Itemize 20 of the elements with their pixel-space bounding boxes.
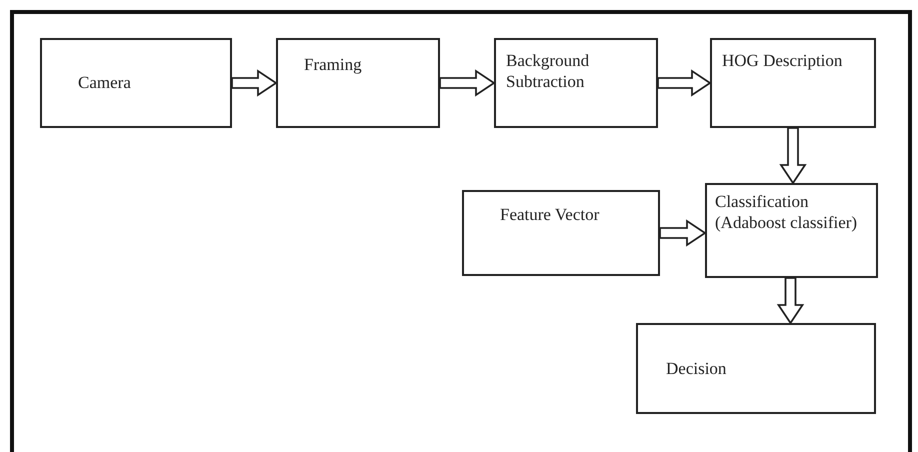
process-box xyxy=(636,323,876,414)
box-label: Feature Vector xyxy=(500,204,600,226)
process-box xyxy=(40,38,232,128)
process-box xyxy=(705,183,878,278)
process-box xyxy=(494,38,658,128)
box-label: Camera xyxy=(78,72,132,94)
box-label: Background Subtraction xyxy=(506,50,590,92)
block-arrow xyxy=(779,127,807,185)
box-label: Classification (Adaboost classifier) xyxy=(715,191,858,234)
box-label: HOG Description xyxy=(722,50,844,72)
process-box xyxy=(710,38,876,128)
box-label: Framing xyxy=(304,54,363,76)
process-box xyxy=(462,190,660,276)
block-arrow xyxy=(776,277,804,325)
process-box xyxy=(276,38,440,128)
block-arrow xyxy=(659,219,707,247)
block-arrow xyxy=(657,69,712,97)
block-arrow xyxy=(439,69,496,97)
box-label: Decision xyxy=(666,358,728,380)
block-arrow xyxy=(231,69,278,97)
